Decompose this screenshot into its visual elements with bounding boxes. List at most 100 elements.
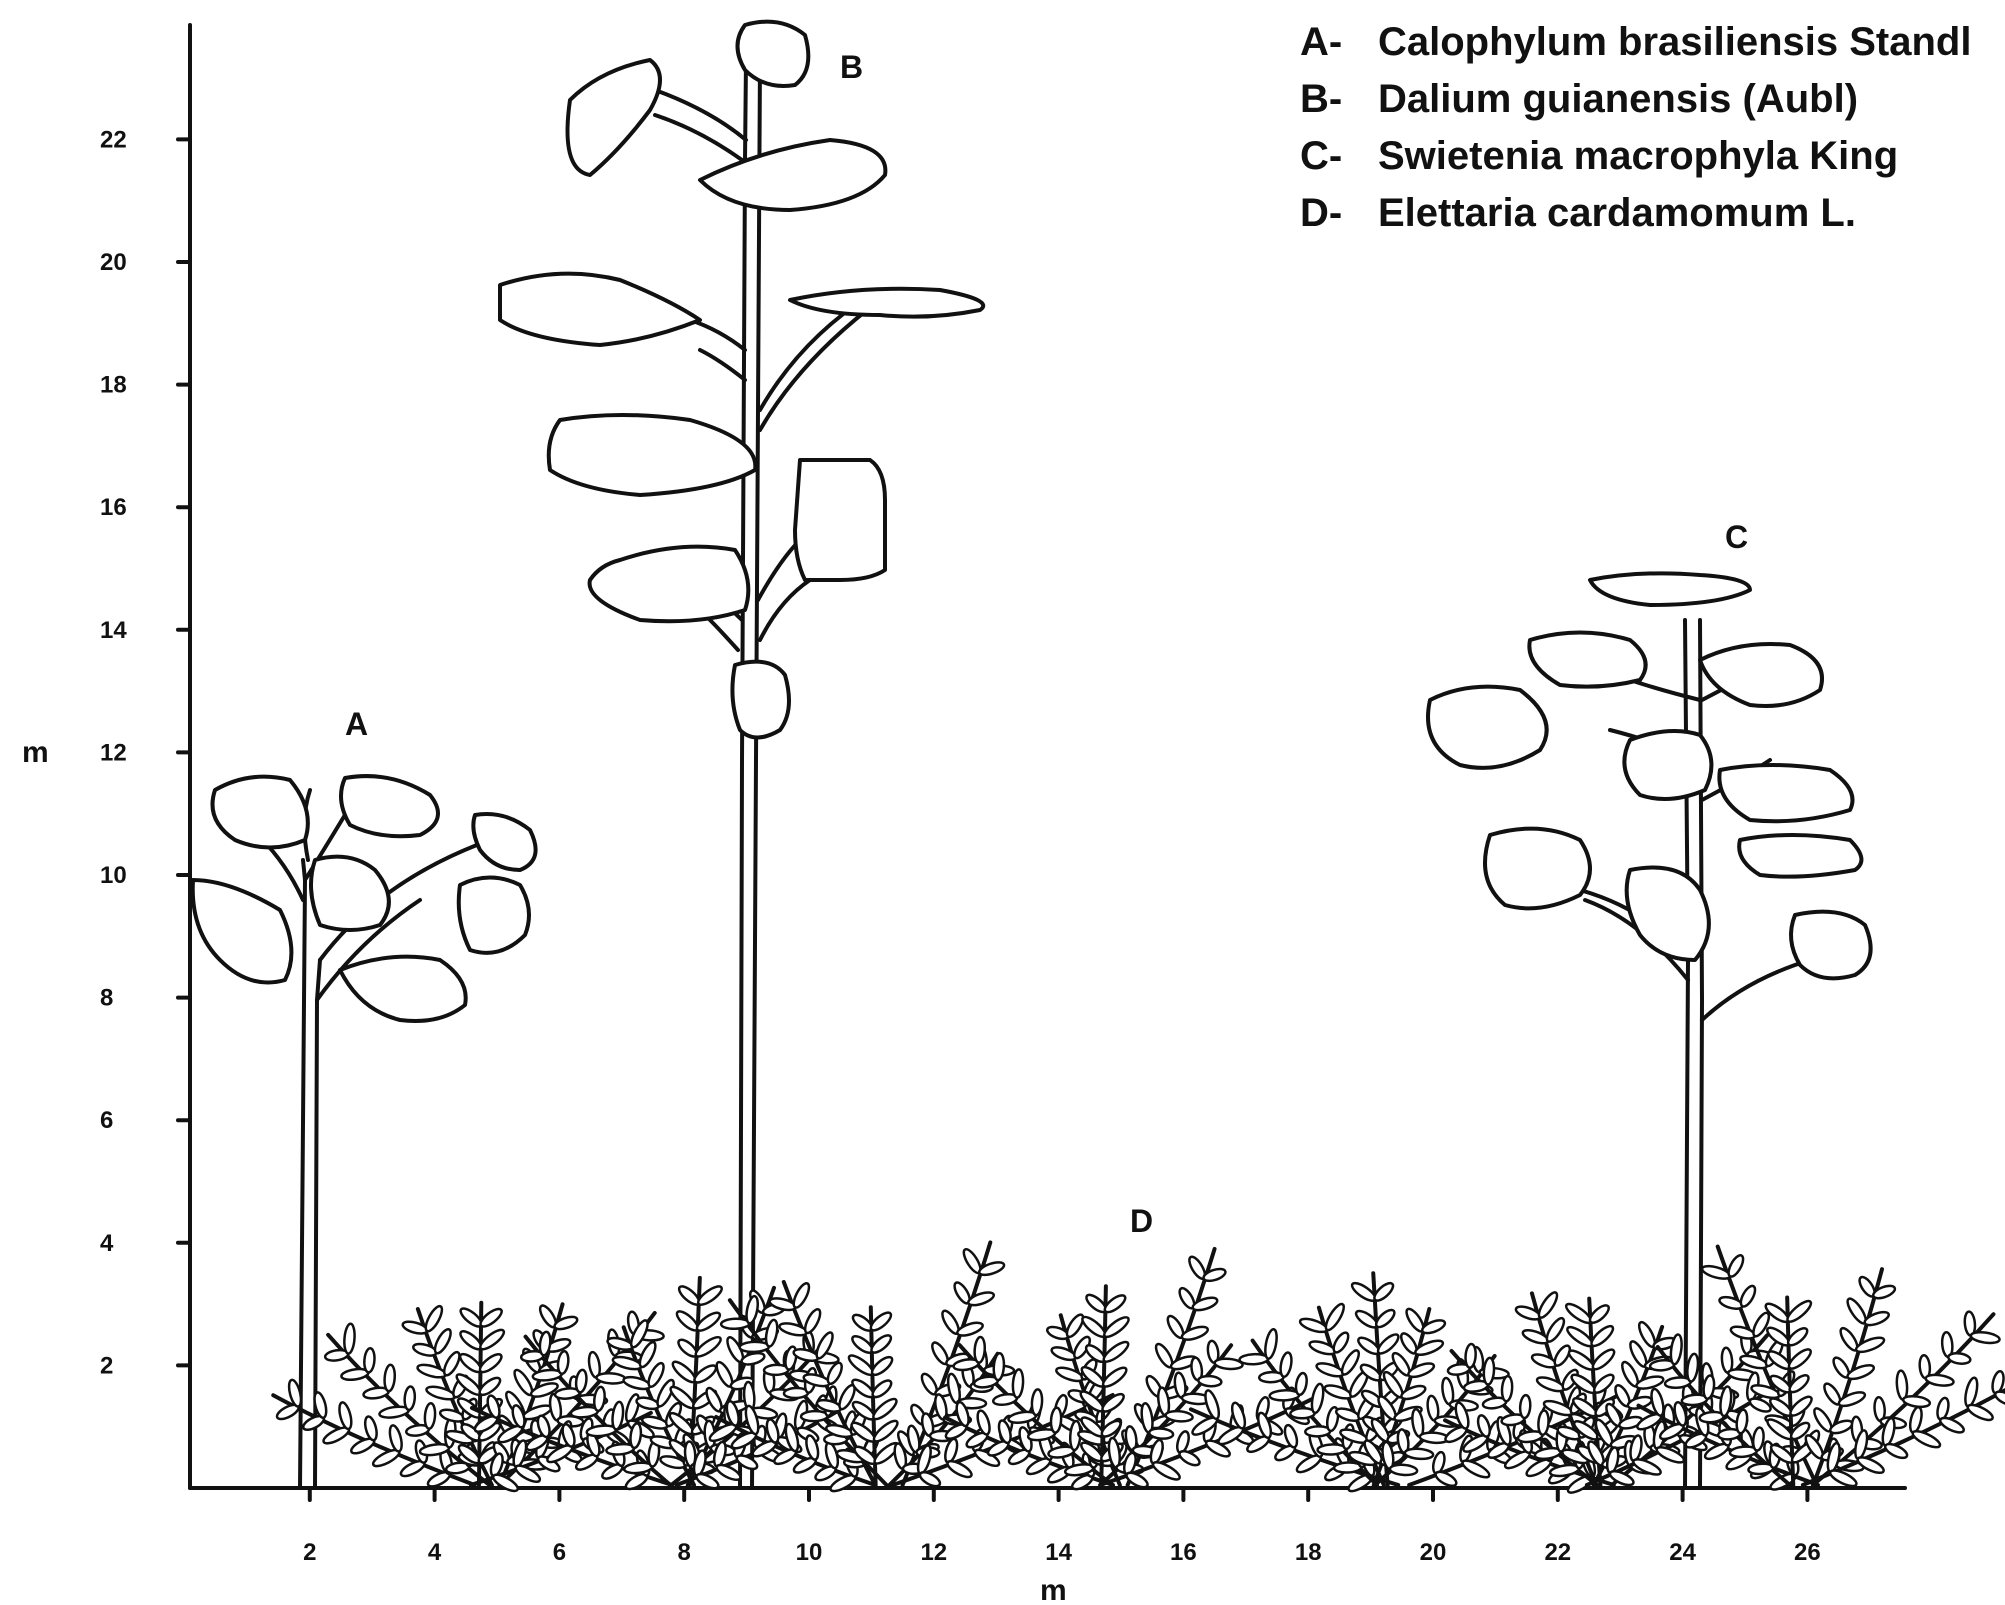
legend-key: C- [1300,128,1378,185]
shrub-leaf [978,1260,1006,1278]
plant-d-label: D [1130,1203,1153,1239]
shrub-leaf [1198,1375,1222,1387]
shrub-leaf [1191,1295,1218,1312]
shrub-leaf [622,1375,651,1391]
shrub-leaf [1177,1448,1201,1468]
shrub-leaf [1902,1395,1930,1409]
shrub-leaf [1948,1352,1971,1365]
y-tick-label: 14 [100,617,127,644]
shrub-leaf [1269,1390,1299,1401]
shrub-leaf [1405,1448,1434,1460]
shrub-leaf [791,1281,812,1309]
plant-a-label: A [345,706,368,742]
shrub-leaf [745,1295,760,1324]
x-tick-label: 4 [428,1539,442,1566]
shrub-leaf [425,1384,456,1402]
shrub-leaf [596,1372,626,1384]
shrub-leaf [1519,1395,1531,1419]
shrub-leaf [424,1403,436,1429]
legend-item-b: B-Dalium guianensis (Aubl) [1300,71,1971,128]
plant-c-label: C [1725,519,1748,555]
shrub-leaf [1149,1428,1174,1440]
shrub-leaf [363,1415,379,1441]
y-tick-label: 12 [100,739,127,766]
shrub-leaf [1012,1369,1024,1398]
x-tick-label: 22 [1544,1539,1571,1566]
x-tick-label: 20 [1420,1539,1447,1566]
shrub-leaf [1501,1376,1513,1402]
shrub-leaf [384,1364,396,1391]
legend-key: A- [1300,14,1378,71]
x-tick-label: 16 [1170,1539,1197,1566]
shrub-leaf [1752,1427,1765,1451]
legend-key: B- [1300,71,1378,128]
shrub-leaf [740,1341,770,1352]
shrub-leaf [432,1327,454,1355]
shrub-leaf [1390,1464,1418,1476]
x-tick-label: 2 [303,1539,316,1566]
shrub-leaf [1535,1375,1565,1394]
shrub-leaf [1483,1357,1495,1384]
shrub-leaf [416,1362,447,1379]
y-tick-label: 2 [100,1352,113,1379]
shrub-leaf [721,1318,750,1329]
shrub-leaf [1031,1389,1043,1415]
shrub-leaf [1521,1328,1549,1346]
shrub-leaf [1317,1444,1346,1455]
y-tick-label: 6 [100,1107,113,1134]
shrub-leaf [1730,1324,1757,1340]
shrub-leaf [1315,1361,1345,1379]
shrub-leaf [1837,1390,1866,1409]
x-axis-label: m [1040,1574,1067,1605]
shrub-leaf [1414,1338,1445,1358]
plant-b-label: B [840,49,863,85]
legend-item-c: C-Swietenia macrophyla King [1300,128,1971,185]
legend: A-Calophylum brasiliensis Standl B-Daliu… [1300,14,1971,242]
shrub-leaf [1263,1328,1278,1359]
shrub-leaf [1863,1309,1890,1327]
legend-text: Calophylum brasiliensis Standl [1378,20,1971,64]
shrub-leaf [337,1401,353,1430]
shrub-leaf [1970,1331,2000,1345]
y-tick-label: 4 [100,1230,114,1257]
shrub-leaf [1339,1348,1362,1377]
plant-b: B [500,22,983,1488]
shrub-leaf [740,1351,765,1367]
shrub-leaf [404,1386,416,1410]
shrub-leaf [1854,1335,1885,1355]
x-tick-label: 8 [678,1539,691,1566]
shrub-leaf [1050,1407,1062,1432]
y-tick-label: 20 [100,249,127,276]
shrub-leaf [646,1361,667,1389]
plant-d-shrubs [273,1242,2005,1495]
shrub-leaf [802,1307,823,1335]
shrub-leaf [1686,1353,1700,1382]
x-tick-label: 12 [920,1539,947,1566]
shrub-leaf [1896,1370,1908,1400]
shrub-leaf [1738,1284,1758,1309]
y-tick-label: 16 [100,494,127,521]
shrub-leaf [1323,1383,1353,1401]
shrub-leaf [956,1320,984,1338]
shrub-leaf [575,1369,588,1393]
shrub-leaf [967,1290,995,1308]
shrub-leaf [1407,1361,1436,1380]
shrub-leaf [1308,1339,1337,1357]
y-axis-label: m [22,736,49,769]
y-tick-label: 10 [100,862,127,889]
shrub-leaf [1544,1316,1567,1344]
y-tick-label: 22 [100,126,127,153]
shrub-leaf [1180,1324,1209,1342]
shrub-leaf [993,1353,1005,1381]
shrub-leaf [1310,1383,1325,1414]
x-tick-label: 10 [796,1539,823,1566]
shrub-leaf [553,1314,579,1331]
legend-text: Dalium guianensis (Aubl) [1378,77,1858,121]
x-tick-label: 6 [553,1539,566,1566]
shrub-leaf [1701,1264,1732,1282]
shrub-leaf [423,1304,445,1333]
shrub-leaf [1400,1383,1427,1401]
shrub-leaf [343,1323,355,1354]
